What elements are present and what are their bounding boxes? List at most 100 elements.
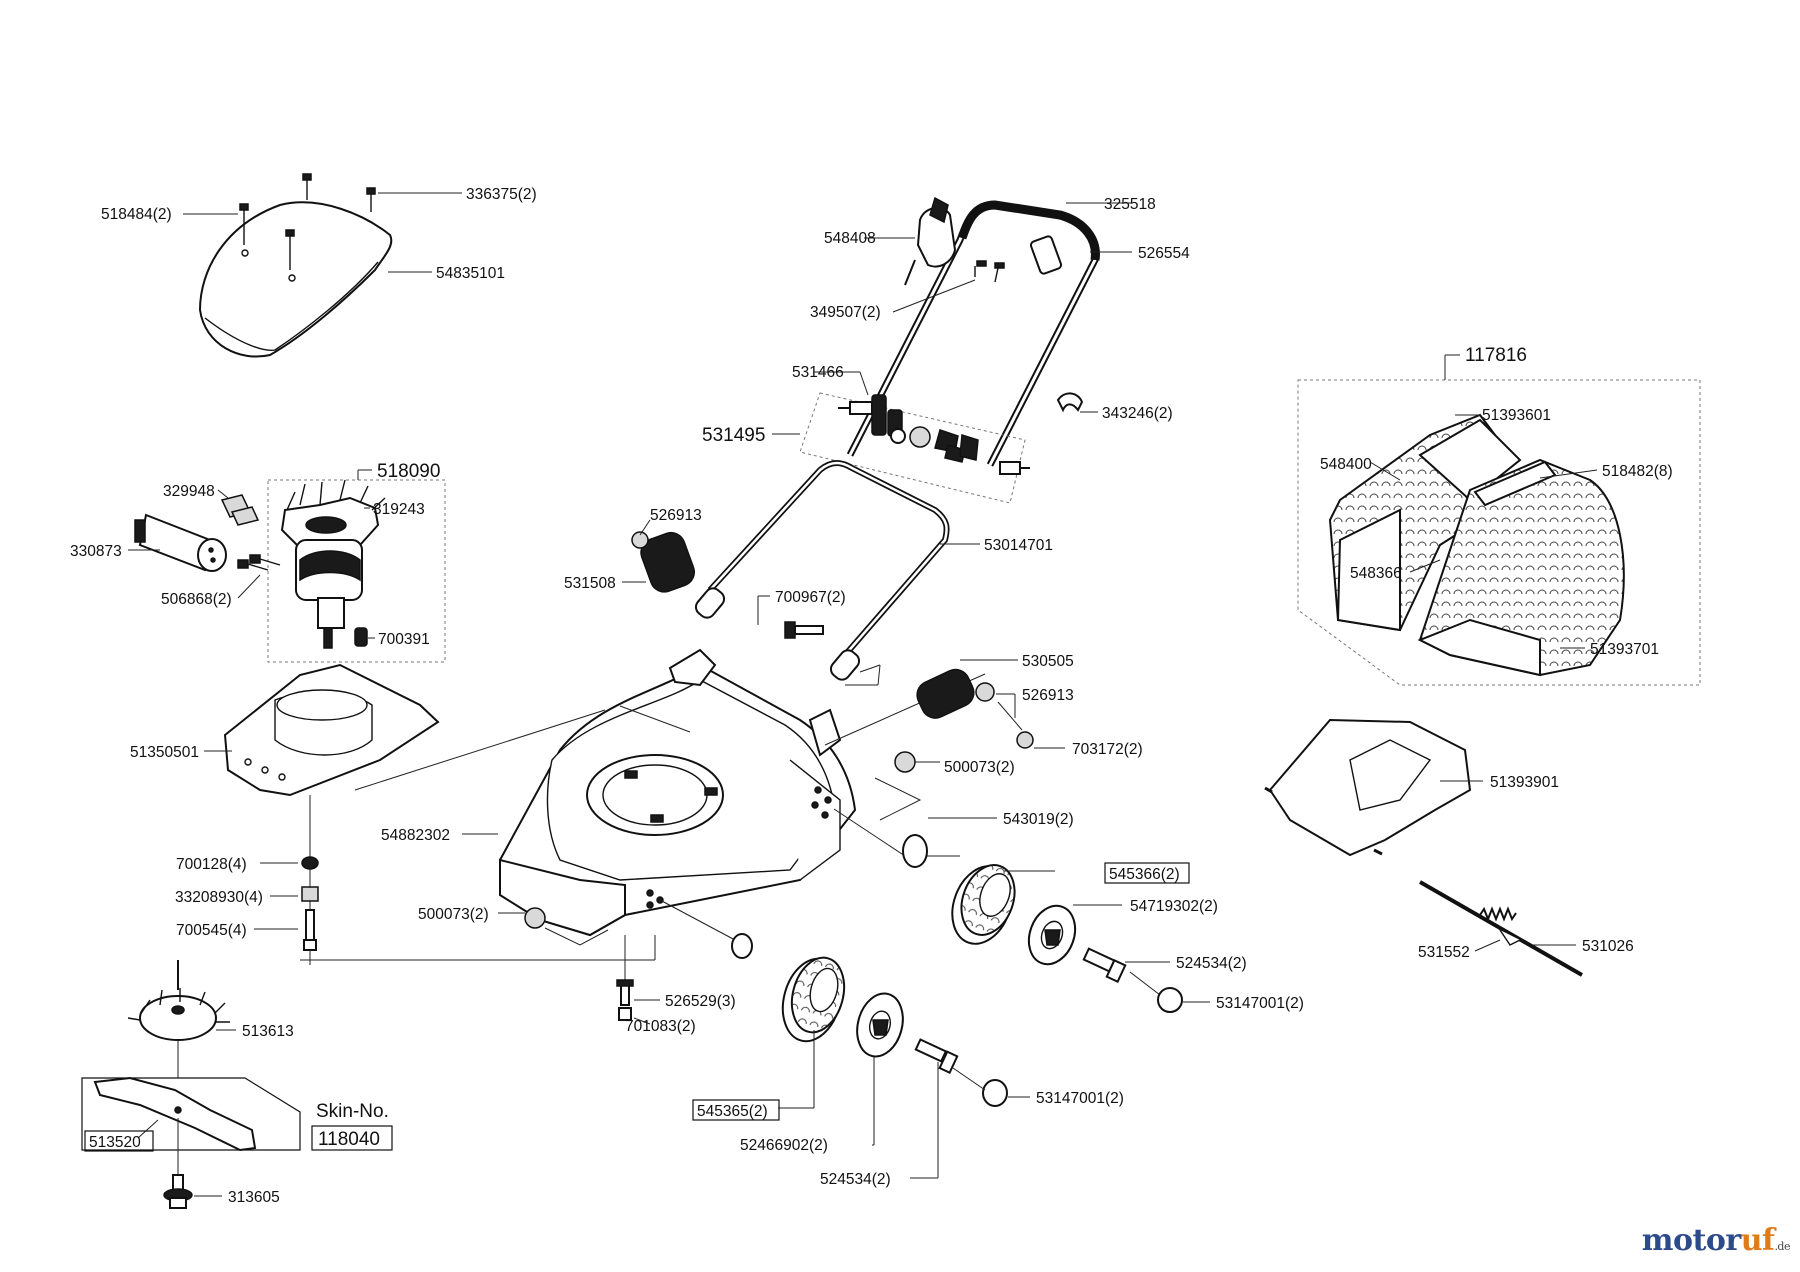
- label-336375: 336375(2): [466, 186, 537, 203]
- label-701083: 701083(2): [625, 1018, 696, 1035]
- label-54835101: 54835101: [436, 265, 505, 282]
- label-53147001-front: 53147001(2): [1036, 1090, 1124, 1107]
- blade-adapter-part: [127, 960, 230, 1041]
- label-506868: 506868(2): [161, 591, 232, 608]
- washer-part: [301, 856, 319, 870]
- label-530505: 530505: [1022, 653, 1074, 670]
- label-skin-no: Skin-No.: [316, 1101, 389, 1122]
- label-531466: 531466: [792, 364, 844, 381]
- wheel-cap-front-part: [856, 992, 904, 1058]
- label-313605: 313605: [228, 1189, 280, 1206]
- label-329948: 329948: [163, 483, 215, 500]
- label-518090: 518090: [377, 461, 440, 482]
- label-500073-right: 500073(2): [944, 759, 1015, 776]
- blade-bolt-part: [163, 1174, 193, 1209]
- label-54882302: 54882302: [381, 827, 450, 844]
- connector-part: [237, 554, 281, 571]
- rear-wheel-part: [951, 864, 1016, 945]
- front-wheel-part: [781, 956, 846, 1043]
- label-700545: 700545(4): [176, 922, 247, 939]
- label-513520: 513520: [89, 1134, 141, 1151]
- label-box-545365: [692, 1099, 780, 1121]
- motoruf-logo: motoruf.de: [1641, 1223, 1791, 1258]
- spring-rod-part: [1419, 880, 1583, 977]
- nut-left-part: [524, 907, 546, 929]
- label-526913-left: 526913: [650, 507, 702, 524]
- cap-rear-part: [1157, 987, 1183, 1013]
- label-330873: 330873: [70, 543, 122, 560]
- label-33208930: 33208930(4): [175, 889, 263, 906]
- stud-bolt-part: [303, 909, 317, 951]
- motor-part: [280, 479, 386, 649]
- upper-handle-part: [846, 200, 1100, 467]
- label-51393901: 51393901: [1490, 774, 1559, 791]
- label-700128: 700128(4): [176, 856, 247, 873]
- label-518484: 518484(2): [101, 206, 172, 223]
- height-adjuster-left-part: [631, 531, 695, 593]
- label-box-118040: [311, 1125, 393, 1151]
- grass-catcher-part: [1328, 413, 1625, 677]
- label-51393701: 51393701: [1590, 641, 1659, 658]
- label-545365: 545365(2): [697, 1103, 768, 1120]
- label-531508: 531508: [564, 575, 616, 592]
- label-526554: 526554: [1138, 245, 1190, 262]
- label-531495: 531495: [702, 425, 765, 446]
- axle-bolt-rear-part: [1082, 947, 1127, 984]
- spacer-front-part: [731, 933, 753, 959]
- label-51393601: 51393601: [1482, 407, 1551, 424]
- label-700967: 700967(2): [775, 589, 846, 606]
- label-703172: 703172(2): [1072, 741, 1143, 758]
- label-343246: 343246(2): [1102, 405, 1173, 422]
- grass-deflector-part: [1264, 718, 1472, 857]
- nut-right-part: [894, 751, 916, 773]
- label-349507: 349507(2): [810, 304, 881, 321]
- label-548400: 548400: [1320, 456, 1372, 473]
- cable-clip-part: [1029, 235, 1063, 275]
- label-526913-right: 526913: [1022, 687, 1074, 704]
- cap-front-part: [982, 1079, 1008, 1107]
- blade-part: [93, 1076, 257, 1152]
- clamp-set-part: [838, 394, 1030, 475]
- cable-clip-small-part: [1056, 392, 1084, 413]
- motor-cover-part: [198, 173, 393, 358]
- label-box-513520: [84, 1130, 154, 1152]
- label-531552: 531552: [1418, 944, 1470, 961]
- label-53147001-rear: 53147001(2): [1216, 995, 1304, 1012]
- height-adjuster-right-part: [916, 668, 995, 719]
- label-526529: 526529(3): [665, 993, 736, 1010]
- label-545366: 545366(2): [1109, 866, 1180, 883]
- switch-lever-part: [904, 196, 957, 286]
- label-53014701: 53014701: [984, 537, 1053, 554]
- label-54719302: 54719302(2): [1130, 898, 1218, 915]
- label-531026: 531026: [1582, 938, 1634, 955]
- label-513613: 513613: [242, 1023, 294, 1040]
- label-500073-left: 500073(2): [418, 906, 489, 923]
- blade-group-frame: [81, 1077, 301, 1151]
- label-118040: 118040: [318, 1129, 380, 1150]
- label-700391: 700391: [378, 631, 430, 648]
- spacer-part: [902, 834, 928, 868]
- label-518482: 518482(8): [1602, 463, 1673, 480]
- label-524534-rear: 524534(2): [1176, 955, 1247, 972]
- axle-bolt-front-part: [914, 1038, 959, 1075]
- label-548408: 548408: [824, 230, 876, 247]
- handle-bolt-part: [784, 621, 824, 639]
- nut-part: [1016, 731, 1034, 749]
- label-548366: 548366: [1350, 565, 1402, 582]
- label-543019: 543019(2): [1003, 811, 1074, 828]
- lower-handle-part: [694, 460, 950, 681]
- deck-bolt-part: [616, 979, 634, 1021]
- capacitor-part: [134, 513, 227, 572]
- label-51350501: 51350501: [130, 744, 199, 761]
- brush-pair-part: [220, 494, 260, 526]
- label-117816: 117816: [1465, 345, 1527, 366]
- label-325518: 325518: [1104, 196, 1156, 213]
- label-524534-front: 524534(2): [820, 1171, 891, 1188]
- label-319243: 319243: [373, 501, 425, 518]
- label-box-545366: [1104, 862, 1190, 884]
- motor-base-part: [223, 663, 440, 797]
- key-part: [354, 627, 368, 647]
- wheel-cap-rear-part: [1027, 904, 1077, 966]
- square-nut-part: [301, 886, 319, 902]
